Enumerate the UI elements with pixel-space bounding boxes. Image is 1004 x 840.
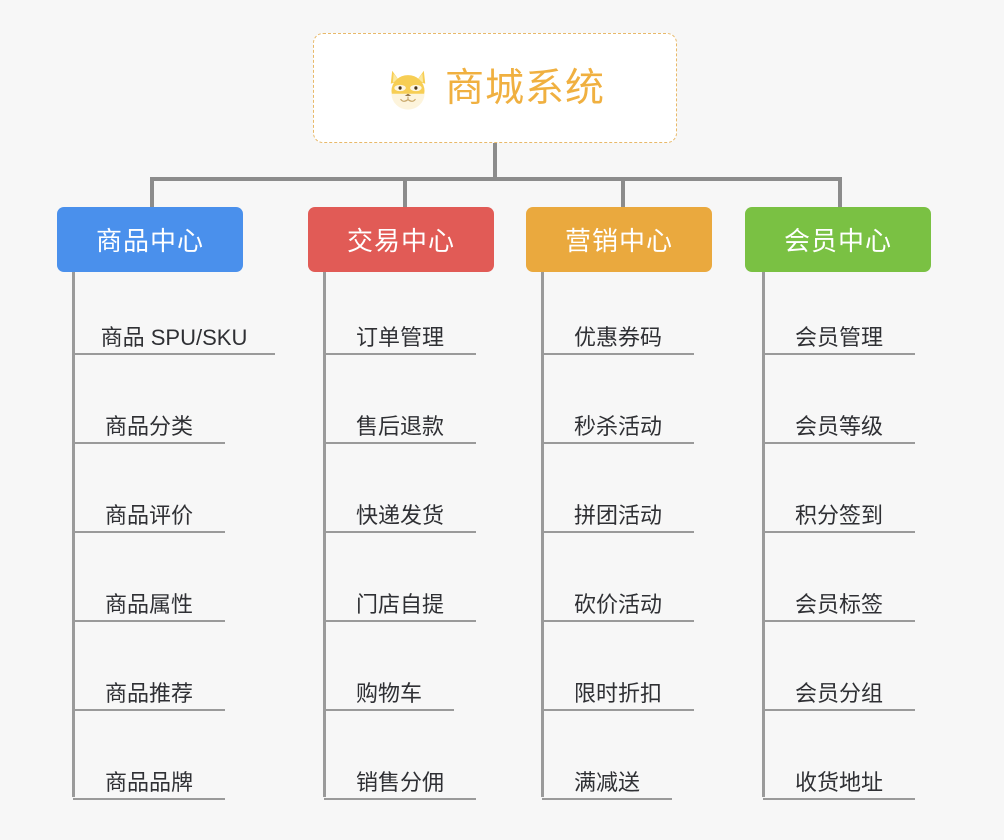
leaf-item[interactable]: 秒杀活动 xyxy=(542,396,694,444)
leaf-item[interactable]: 商品属性 xyxy=(73,574,225,622)
category-label-3: 营销中心 xyxy=(564,226,673,256)
leaf-label: 门店自提 xyxy=(355,591,444,617)
category-label-1: 商品中心 xyxy=(95,226,204,256)
leaf-label: 拼团活动 xyxy=(573,502,662,528)
category-box-1[interactable]: 商品中心 xyxy=(57,207,243,272)
leaf-item[interactable]: 限时折扣 xyxy=(542,663,694,711)
category-label-4: 会员中心 xyxy=(783,226,892,256)
leaf-item[interactable]: 商品分类 xyxy=(73,396,225,444)
leaf-item[interactable]: 积分签到 xyxy=(763,485,915,533)
leaf-label: 售后退款 xyxy=(355,413,444,439)
leaf-label: 商品推荐 xyxy=(104,680,193,706)
leaf-item[interactable]: 商品品牌 xyxy=(73,752,225,800)
root-node-title: 商城系统 xyxy=(444,66,605,110)
leaf-item[interactable]: 拼团活动 xyxy=(542,485,694,533)
leaf-item[interactable]: 商品评价 xyxy=(73,485,225,533)
leaf-label: 积分签到 xyxy=(794,502,883,528)
leaf-label: 满减送 xyxy=(573,769,640,795)
leaf-item[interactable]: 门店自提 xyxy=(324,574,476,622)
leaf-item[interactable]: 商品 SPU/SKU xyxy=(73,307,275,355)
leaf-label: 限时折扣 xyxy=(573,680,662,706)
category-box-2[interactable]: 交易中心 xyxy=(308,207,494,272)
category-box-3[interactable]: 营销中心 xyxy=(526,207,712,272)
root-node-mall-system[interactable]: 商城系统 xyxy=(313,33,677,143)
leaf-label: 商品 SPU/SKU xyxy=(100,324,248,350)
trunk-line-1 xyxy=(72,272,75,797)
leaf-item[interactable]: 会员管理 xyxy=(763,307,915,355)
leaf-label: 商品评价 xyxy=(104,502,193,528)
leaf-label: 订单管理 xyxy=(355,324,444,350)
trunk-line-2 xyxy=(323,272,326,797)
leaf-item[interactable]: 会员标签 xyxy=(763,574,915,622)
leaf-item[interactable]: 会员分组 xyxy=(763,663,915,711)
leaf-item[interactable]: 销售分佣 xyxy=(324,752,476,800)
leaf-item[interactable]: 优惠券码 xyxy=(542,307,694,355)
leaf-item[interactable]: 购物车 xyxy=(324,663,454,711)
category-box-4[interactable]: 会员中心 xyxy=(745,207,931,272)
leaf-label: 优惠券码 xyxy=(573,324,662,350)
leaf-item[interactable]: 砍价活动 xyxy=(542,574,694,622)
connector-root-stem xyxy=(493,143,497,179)
category-label-2: 交易中心 xyxy=(346,226,455,256)
connector-drop-2 xyxy=(403,177,407,207)
leaf-label: 砍价活动 xyxy=(573,591,662,617)
connector-drop-4 xyxy=(838,177,842,207)
leaf-item[interactable]: 订单管理 xyxy=(324,307,476,355)
leaf-item[interactable]: 会员等级 xyxy=(763,396,915,444)
leaf-label: 商品分类 xyxy=(104,413,193,439)
leaf-label: 购物车 xyxy=(355,680,422,706)
leaf-label: 会员管理 xyxy=(794,324,883,350)
leaf-label: 秒杀活动 xyxy=(573,413,662,439)
leaf-label: 会员等级 xyxy=(794,413,883,439)
leaf-item[interactable]: 满减送 xyxy=(542,752,672,800)
leaf-item[interactable]: 收货地址 xyxy=(763,752,915,800)
leaf-item[interactable]: 售后退款 xyxy=(324,396,476,444)
leaf-label: 商品属性 xyxy=(104,591,193,617)
connector-drop-1 xyxy=(150,177,154,207)
leaf-label: 会员标签 xyxy=(794,591,883,617)
leaf-item[interactable]: 商品推荐 xyxy=(73,663,225,711)
leaf-label: 收货地址 xyxy=(794,769,883,795)
shiba-dog-face-icon xyxy=(390,70,426,110)
root-node-content: 商城系统 xyxy=(385,65,605,111)
leaf-item[interactable]: 快递发货 xyxy=(324,485,476,533)
trunk-line-3 xyxy=(541,272,544,797)
leaf-label: 会员分组 xyxy=(794,680,883,706)
leaf-label: 商品品牌 xyxy=(104,769,193,795)
leaf-label: 销售分佣 xyxy=(355,769,444,795)
connector-drop-3 xyxy=(621,177,625,207)
trunk-line-4 xyxy=(762,272,765,797)
leaf-label: 快递发货 xyxy=(355,502,444,528)
connector-horizontal-bus xyxy=(150,177,840,181)
